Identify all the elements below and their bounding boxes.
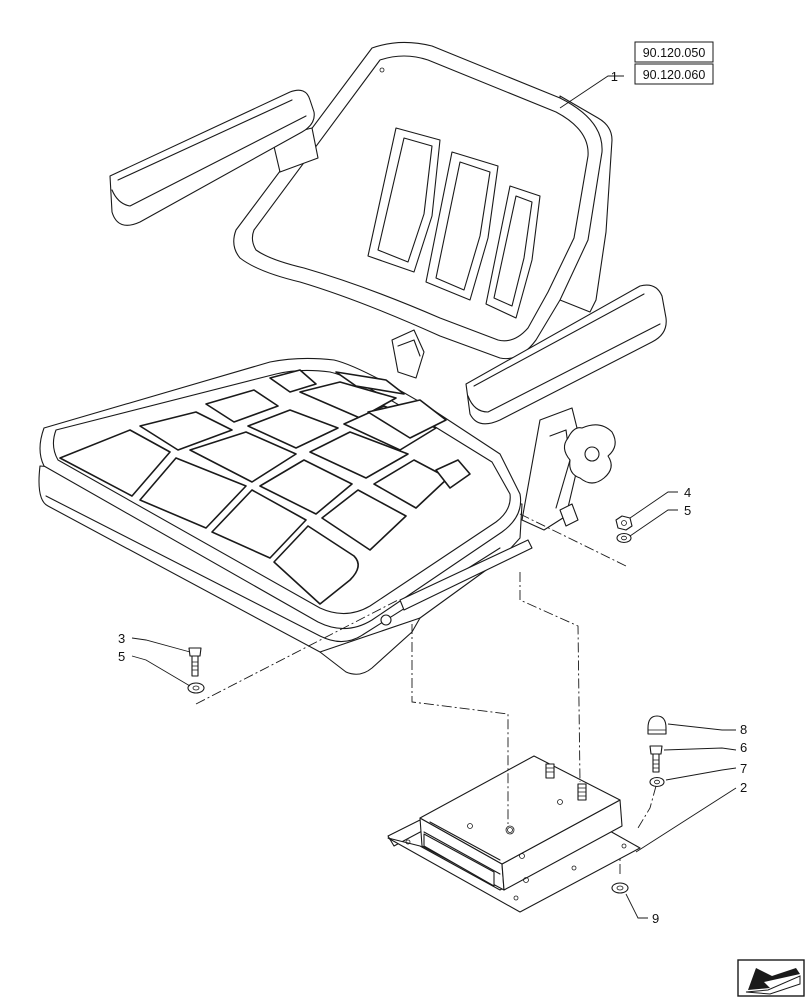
- washer-5-left: [187, 682, 205, 694]
- reference-boxes: 90.120.050 90.120.060: [634, 41, 714, 85]
- armrest-right: [465, 284, 667, 425]
- leader-lines: [131, 75, 737, 919]
- callout-8: 8: [740, 722, 747, 737]
- callout-7: 7: [740, 761, 747, 776]
- washer-7: [649, 776, 665, 788]
- seat-cushion: [38, 357, 533, 675]
- hardware: [187, 515, 667, 894]
- callout-9: 9: [652, 911, 659, 926]
- callout-2: 2: [740, 780, 747, 795]
- callout-5-right: 5: [684, 503, 691, 518]
- washer-5-right: [616, 532, 632, 544]
- reference-90-120-050: 90.120.050: [643, 46, 706, 60]
- callout-5-left: 5: [118, 649, 125, 664]
- reference-box-2: [634, 63, 714, 85]
- callouts: 1 2 3 4 5 5 6 7 8 9: [118, 69, 747, 926]
- callout-3: 3: [118, 631, 125, 646]
- washer-9: [611, 882, 629, 894]
- callout-6: 6: [740, 740, 747, 755]
- alignment-lines: [195, 513, 657, 874]
- callout-4: 4: [684, 485, 691, 500]
- bolt-6: [649, 745, 663, 773]
- seat-adjust-mechanism: [391, 329, 616, 531]
- nut-4: [615, 515, 633, 531]
- mounting-bracket: [387, 755, 641, 913]
- bolt-3: [188, 647, 202, 677]
- callout-1: 1: [611, 69, 618, 84]
- seat-backrest: [233, 41, 613, 360]
- cap-8: [647, 715, 667, 735]
- reference-box-1: [634, 41, 714, 63]
- arrow-down-left-icon[interactable]: [737, 959, 805, 997]
- armrest-left: [109, 89, 319, 226]
- reference-90-120-060: 90.120.060: [643, 68, 706, 82]
